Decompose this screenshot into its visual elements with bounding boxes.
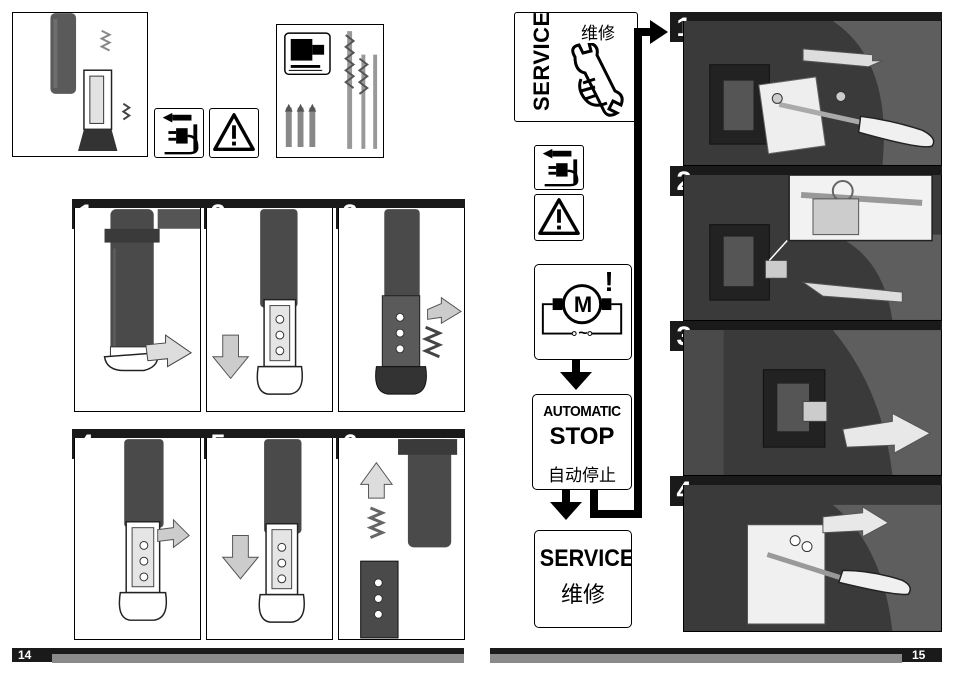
page-number-right: 15 bbox=[902, 648, 942, 662]
service-box-chinese: 维修 bbox=[560, 583, 605, 608]
motor-diagram: M ! ~ bbox=[534, 264, 632, 360]
flow-arrow-down-head bbox=[560, 372, 592, 390]
step-3-illustration bbox=[338, 208, 465, 412]
service-badge: SERVICE 维修 bbox=[514, 12, 638, 122]
photo-step-3-bar bbox=[670, 321, 942, 330]
steps-row2-bar bbox=[72, 429, 465, 438]
page-number-text: 14 bbox=[18, 648, 32, 662]
photo-step-4 bbox=[683, 485, 942, 632]
step-6-illustration bbox=[338, 438, 465, 640]
motor-letter: M bbox=[573, 292, 593, 317]
motor-warning-mark: ! bbox=[604, 266, 614, 297]
service-vertical-label: SERVICE bbox=[529, 12, 554, 111]
flow-connector bbox=[590, 20, 668, 518]
warning-triangle-icon bbox=[209, 108, 259, 158]
handle-exploded-illustration bbox=[12, 12, 148, 157]
unplug-icon bbox=[154, 108, 204, 158]
photo-step-2 bbox=[683, 175, 942, 321]
photo-step-4-bar bbox=[670, 476, 942, 485]
steps-row1-bar bbox=[72, 199, 465, 208]
footer-bar-left bbox=[52, 648, 464, 654]
flow-arrow-down-2 bbox=[562, 490, 570, 504]
step-5-illustration bbox=[206, 438, 333, 640]
flow-arrow-down-2-head bbox=[550, 502, 582, 520]
service-box-label: SERVICE bbox=[539, 545, 632, 572]
step-4-illustration bbox=[74, 438, 201, 640]
warning-triangle-icon bbox=[534, 194, 584, 241]
drill-bits-illustration bbox=[276, 24, 384, 158]
auto-stop-chinese: 自动停止 bbox=[548, 466, 616, 486]
flow-arrow-down bbox=[572, 360, 580, 374]
motor-icon bbox=[541, 284, 623, 336]
footer-grey-right bbox=[490, 654, 902, 663]
page-number-left: 14 bbox=[12, 648, 52, 662]
auto-stop-line1: AUTOMATIC bbox=[543, 403, 621, 420]
service-box: SERVICE 维修 bbox=[534, 530, 632, 628]
wrench-hand-icon bbox=[571, 43, 624, 117]
service-chinese-label: 维修 bbox=[581, 24, 615, 44]
auto-stop-line2: STOP bbox=[549, 423, 615, 450]
footer-bar-right bbox=[490, 648, 902, 654]
step-1-illustration bbox=[74, 208, 201, 412]
photo-step-2-bar bbox=[670, 166, 942, 175]
ac-symbol: ~ bbox=[578, 325, 588, 342]
automatic-stop-box: AUTOMATIC STOP 自动停止 bbox=[532, 394, 632, 490]
photo-step-1-bar bbox=[670, 12, 942, 21]
page-number-text: 15 bbox=[912, 648, 926, 662]
photo-step-1 bbox=[683, 21, 942, 166]
photo-step-3 bbox=[683, 330, 942, 476]
unplug-icon bbox=[534, 145, 584, 190]
step-2-illustration bbox=[206, 208, 333, 412]
footer-grey-left bbox=[52, 654, 464, 663]
